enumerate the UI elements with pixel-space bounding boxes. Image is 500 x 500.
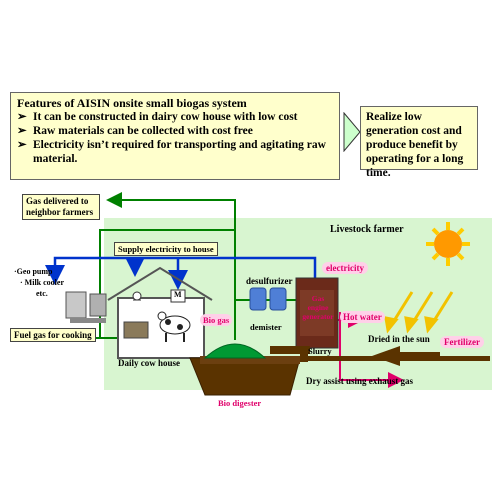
milk-cooler-label: · Milk cooler (20, 278, 64, 287)
daily-cow-house-label: Daily cow house (118, 358, 181, 368)
gas-engine-generator-label: Gas engine generator (302, 294, 334, 321)
feature-item: ➢ It can be constructed in dairy cow hou… (17, 110, 333, 124)
dried-in-sun-label: Dried in the sun (368, 334, 430, 344)
gas-engine-generator (295, 277, 339, 349)
slurry-label: Slurry (308, 346, 332, 356)
fuel-gas-label: Fuel gas for cooking (10, 328, 96, 342)
demister-label: demister (250, 322, 282, 332)
feature-text: Raw materials can be collected with cost… (33, 125, 253, 137)
gas-delivered-label: Gas delivered to neighbor farmers (22, 194, 100, 220)
bullet-arrow-icon: ➢ (17, 139, 27, 151)
cow-icon (157, 311, 191, 342)
sunlight-arrows (384, 291, 454, 334)
bio-gas-label: Bio gas (200, 314, 233, 326)
geo-pump-label: ·Geo pump (14, 267, 53, 276)
lamp-icon (132, 291, 142, 301)
electricity-label: electricity (322, 262, 368, 274)
geo-pump-machine (65, 291, 107, 323)
motor-symbol: M (174, 290, 182, 299)
feature-item: ➢ Raw materials can be collected with co… (17, 124, 333, 138)
bullet-arrow-icon: ➢ (17, 125, 27, 137)
dry-assist-label: Dry assist using exhaust gas (306, 376, 414, 386)
livestock-farmer-label: Livestock farmer (330, 224, 404, 235)
features-title: Features of AISIN onsite small biogas sy… (17, 96, 247, 110)
features-box: Features of AISIN onsite small biogas sy… (10, 92, 340, 180)
realize-text: Realize low generation cost and produce … (366, 111, 464, 179)
bullet-arrow-icon: ➢ (17, 111, 27, 123)
sun-icon (426, 222, 470, 266)
fertilizer-label: Fertilizer (440, 336, 484, 348)
right-arrow-icon (343, 112, 361, 152)
manure-pile-icon (123, 321, 149, 339)
feature-text: Electricity isn’t required for transport… (33, 139, 326, 165)
desulfurizer-unit (249, 287, 287, 311)
feature-item: ➢ Electricity isn’t required for transpo… (17, 138, 333, 166)
supply-electricity-label: Supply electricity to house (114, 242, 218, 256)
feature-text: It can be constructed in dairy cow house… (33, 111, 298, 123)
desulfurizer-label: desulfurizer (246, 276, 293, 286)
exhaust-arrow (372, 346, 440, 366)
motor-icon (170, 289, 186, 303)
etc-label: etc. (36, 289, 48, 298)
hot-water-label: Hot water (340, 311, 385, 323)
bio-digester-label: Bio digester (218, 398, 262, 408)
realize-box: Realize low generation cost and produce … (360, 106, 478, 179)
